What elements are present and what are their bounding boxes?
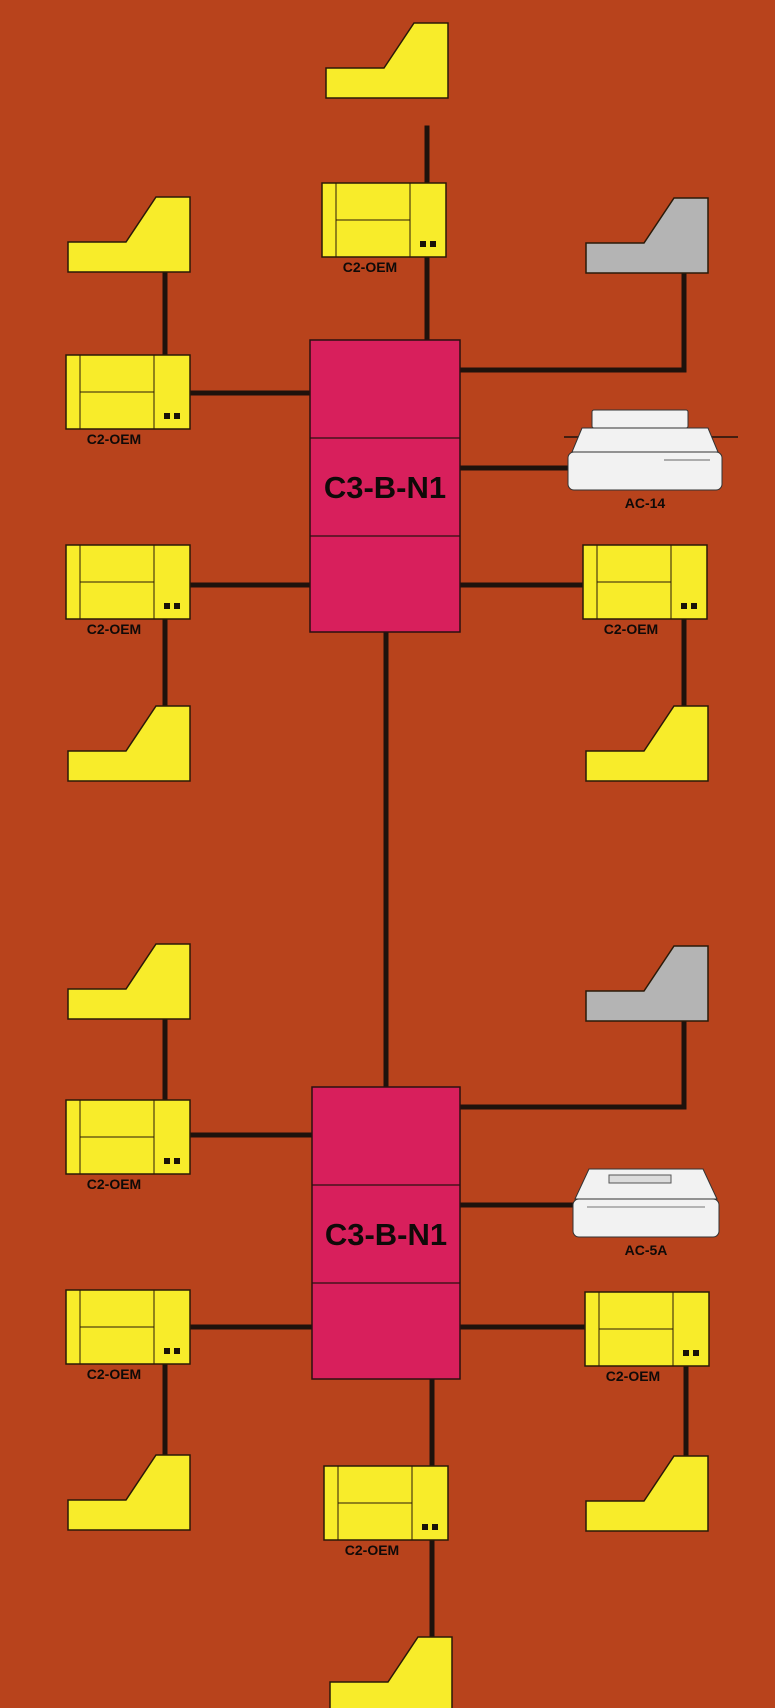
hub-box [309, 339, 461, 633]
hub-box [311, 1086, 461, 1380]
indicator-led [174, 1348, 180, 1354]
terminal-icon [585, 1455, 709, 1532]
indicator-led [430, 241, 436, 247]
indicator-led [693, 1350, 699, 1356]
controller-upper-left-1: C2-OEM [65, 354, 191, 447]
indicator-led [420, 241, 426, 247]
indicator-led [681, 603, 687, 609]
controller-label: C2-OEM [87, 431, 141, 447]
controller-label: C2-OEM [345, 1542, 399, 1558]
hub-label: C3-B-N1 [324, 470, 446, 505]
controller-upper-right: C2-OEM [582, 544, 708, 637]
controller-label: C2-OEM [87, 1176, 141, 1192]
hub-label: C3-B-N1 [325, 1217, 447, 1252]
controller-lower-left-1: C2-OEM [65, 1099, 191, 1192]
indicator-led [164, 1158, 170, 1164]
controller-lower-right: C2-OEM [584, 1291, 710, 1384]
printer-top [574, 1168, 718, 1200]
terminal-icon [329, 1636, 453, 1708]
hub-1: C3-B-N1 [309, 339, 461, 633]
paper-slot [608, 1174, 672, 1184]
printer-body [572, 1198, 720, 1238]
link-gray-term-hub1 [457, 270, 687, 373]
hub-2: C3-B-N1 [311, 1086, 461, 1380]
controller-label: C2-OEM [87, 621, 141, 637]
printer-body [567, 451, 723, 491]
controller-label: C2-OEM [343, 259, 397, 275]
indicator-led [164, 413, 170, 419]
indicator-led [174, 1158, 180, 1164]
indicator-led [174, 603, 180, 609]
controller-bottom: C2-OEM [323, 1465, 449, 1558]
terminal-icon [585, 705, 709, 782]
controller-label: C2-OEM [87, 1366, 141, 1382]
controller-upper-left-2: C2-OEM [65, 544, 191, 637]
indicator-led [432, 1524, 438, 1530]
printer-label: AC-5A [625, 1242, 668, 1258]
gray-terminal-icon [585, 197, 709, 274]
controller-label: C2-OEM [606, 1368, 660, 1384]
terminal-icon [67, 196, 191, 273]
terminal-icon [67, 1454, 191, 1531]
printer-top [591, 409, 689, 429]
connection-lines [162, 125, 689, 1640]
controller-label: C2-OEM [604, 621, 658, 637]
terminal-icon [325, 22, 449, 99]
controller-lower-left-2: C2-OEM [65, 1289, 191, 1382]
indicator-led [164, 1348, 170, 1354]
printer-carriage [571, 427, 719, 453]
terminal-icon [67, 705, 191, 782]
indicator-led [164, 603, 170, 609]
indicator-led [683, 1350, 689, 1356]
link-gray-term2-hub2 [457, 1019, 687, 1110]
printer-1: AC-14 [564, 409, 738, 511]
gray-terminal-icon [585, 945, 709, 1022]
indicator-led [422, 1524, 428, 1530]
printer-2: AC-5A [572, 1168, 720, 1258]
terminal-icon [67, 943, 191, 1020]
indicator-led [174, 413, 180, 419]
controller-top: C2-OEM [321, 182, 447, 275]
printer-label: AC-14 [625, 495, 666, 511]
indicator-led [691, 603, 697, 609]
